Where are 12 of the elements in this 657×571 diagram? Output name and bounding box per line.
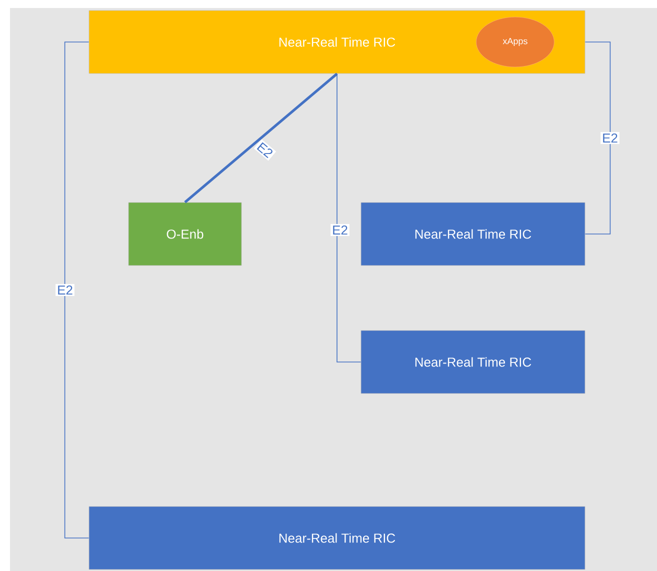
connector-line <box>184 72 338 204</box>
connector-line <box>336 73 362 362</box>
edge-label: E2 <box>56 284 74 296</box>
edge-label: E2 <box>330 224 350 236</box>
connector-line <box>584 42 611 234</box>
process-box: O-Enb <box>128 202 242 266</box>
process-box: Near-Real Time RIC <box>360 202 586 266</box>
process-box: Near-Real Time RIC <box>88 506 586 570</box>
edge-label: E2 <box>254 139 276 161</box>
edge-label: E2 <box>600 132 620 144</box>
process-box: Near-Real Time RIC <box>360 330 586 394</box>
connector-line <box>64 42 90 538</box>
